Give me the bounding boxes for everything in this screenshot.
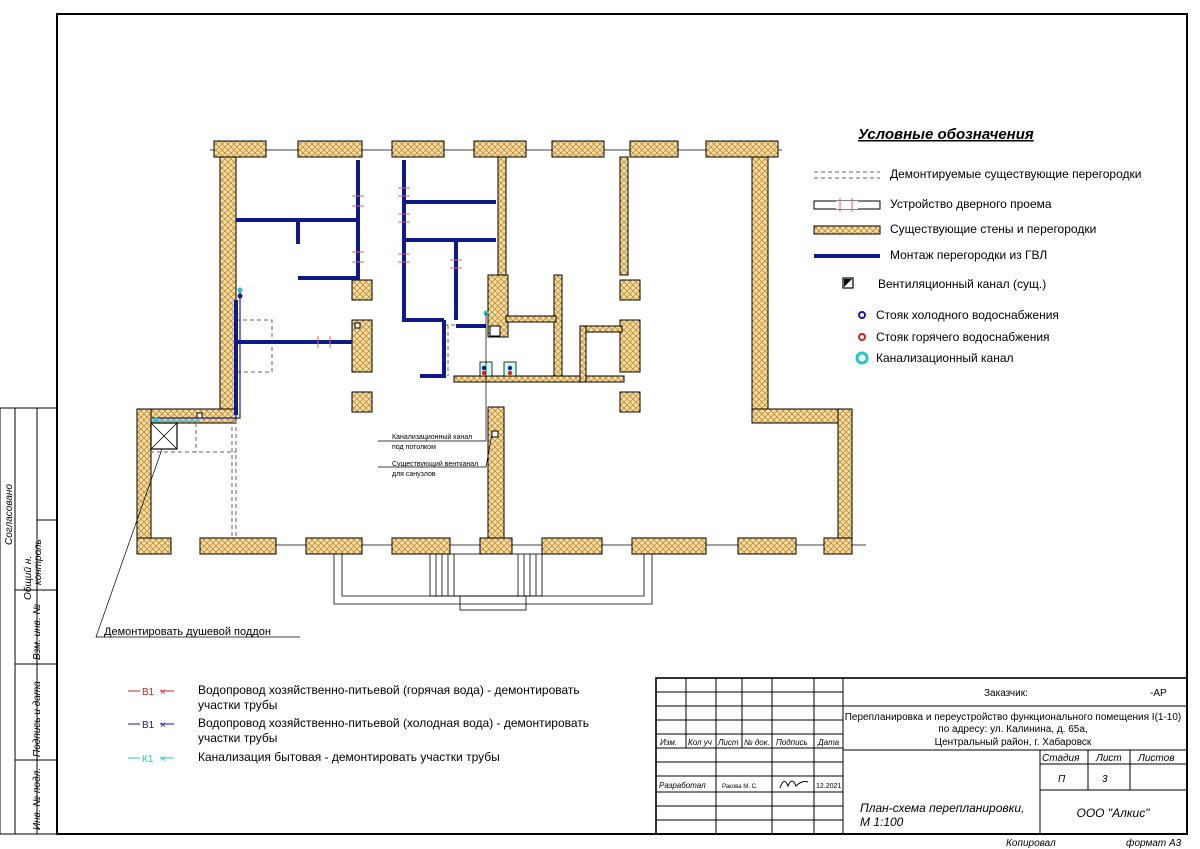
footer-format: формат А3	[1126, 837, 1182, 849]
legend: Условные обозначения Демонтируемые сущес…	[813, 126, 1141, 365]
sewer-note-1: Канализационный канал	[392, 433, 472, 441]
legend-item-sewer: Канализационный канал	[876, 351, 1014, 365]
tb-head-change: Изм.	[660, 738, 677, 747]
top-wall	[136, 140, 853, 555]
tb-date: 12.2021	[816, 783, 841, 790]
pipe-text-sewer-1: Канализация бытовая - демонтировать учас…	[198, 750, 500, 764]
tb-customer-value: -АР	[1150, 688, 1167, 699]
pipe-mark-cold: ×	[160, 720, 166, 731]
shower-note: Демонтировать душевой поддон	[104, 626, 271, 638]
legend-item-gvl: Монтаж перегородки из ГВЛ	[890, 248, 1047, 262]
legend-symbol-door	[813, 198, 881, 212]
pipe-legend: В1 В1 К1 × × × Водопровод хозяйственно-п…	[128, 683, 589, 765]
sewer-note-2: под потолком	[392, 444, 436, 451]
legend-item-cold: Стояк холодного водоснабжения	[876, 308, 1059, 322]
stamp-control: контроль	[33, 539, 44, 585]
stamp-inv: Взм. инв. №	[32, 604, 43, 660]
tb-head-doc: № док.	[744, 738, 770, 747]
risers	[153, 287, 517, 423]
legend-symbol-vent	[842, 277, 854, 289]
stamp-general: Общий н.	[22, 556, 34, 600]
demolished-partitions	[150, 319, 486, 538]
tb-head-count: Кол уч	[688, 738, 712, 747]
tb-project-3: Центральный район, г. Хабаровск	[935, 736, 1092, 748]
legend-symbol-demolished	[814, 171, 880, 179]
vent-channels	[196, 322, 501, 438]
tb-head-sheet: Лист	[717, 738, 739, 747]
pipe-code-sewer: К1	[142, 754, 154, 765]
title-block: Изм. Кол уч Лист № док. Подпись Дата Раз…	[655, 677, 1188, 835]
legend-symbol-hot	[858, 333, 866, 341]
pipe-text-hot-1: Водопровод хозяйственно-питьевой (горяча…	[198, 683, 580, 697]
vent-note-2: для санузлов	[392, 471, 436, 478]
pipe-text-cold-1: Водопровод хозяйственно-питьевой (холодн…	[198, 716, 589, 730]
legend-title: Условные обозначения	[858, 126, 1034, 143]
stamp-inv-orig: Инв. № подл.	[32, 768, 43, 830]
legend-item-demolished: Демонтируемые существующие перегородки	[890, 167, 1141, 181]
tb-drawing-1: План-схема перепланировки,	[860, 801, 1024, 815]
leader-lines	[95, 313, 493, 638]
tb-customer-label: Заказчик:	[984, 688, 1028, 699]
tb-head-signature: Подпись	[776, 738, 808, 747]
legend-symbol-wall	[813, 225, 881, 235]
tb-stage: П	[1058, 774, 1066, 785]
shower-tray	[150, 422, 178, 450]
tb-sheet: 3	[1102, 774, 1108, 785]
tb-developer: Ракова М. С.	[722, 784, 758, 790]
tb-sheets-label: Листов	[1137, 753, 1174, 764]
tb-sheet-label: Лист	[1095, 753, 1122, 764]
entrance-porch	[333, 553, 653, 611]
pipe-mark-hot: ×	[160, 687, 166, 698]
tb-stage-label: Стадия	[1042, 753, 1080, 764]
stamp-agreed: Согласовано	[4, 484, 15, 545]
tb-drawing-2: М 1:100	[860, 815, 904, 829]
gvl-partitions	[234, 160, 496, 415]
tb-project-2: по адресу: ул. Калинина, д. 65а,	[938, 724, 1087, 735]
footer-copied: Копировал	[1006, 838, 1056, 849]
legend-item-hot: Стояк горячего водоснабжения	[876, 330, 1050, 344]
tb-signature	[779, 780, 809, 789]
legend-item-wall: Существующие стены и перегородки	[890, 222, 1096, 236]
floor-plan: Канализационный канал под потолком Сущес…	[95, 140, 866, 638]
pipe-text-cold-2: участки трубы	[198, 731, 277, 745]
tb-head-date: Дата	[817, 738, 840, 747]
tb-developed-label: Разработал	[659, 781, 706, 790]
pipes	[152, 290, 241, 422]
pipe-mark-sewer: ×	[160, 754, 166, 765]
vent-note-1: Существующий вентканал	[392, 460, 478, 468]
legend-item-door: Устройство дверного проема	[890, 197, 1052, 211]
legend-symbol-sewer	[855, 351, 869, 365]
tb-project-1: Перепланировка и переустройство функцион…	[845, 711, 1182, 723]
legend-item-vent: Вентиляционный канал (сущ.)	[878, 277, 1046, 291]
legend-symbol-cold	[858, 311, 866, 319]
door-openings	[317, 187, 462, 348]
pipe-code-cold: В1	[142, 720, 155, 731]
tb-company: ООО "Алкис"	[1077, 806, 1151, 820]
side-stamp: Согласовано Общий н. контроль Взм. инв. …	[0, 407, 58, 835]
pipe-code-hot: В1	[142, 687, 155, 698]
pipe-text-hot-2: участки трубы	[198, 698, 277, 712]
stamp-sign-date: Подпись и дата	[32, 681, 43, 757]
